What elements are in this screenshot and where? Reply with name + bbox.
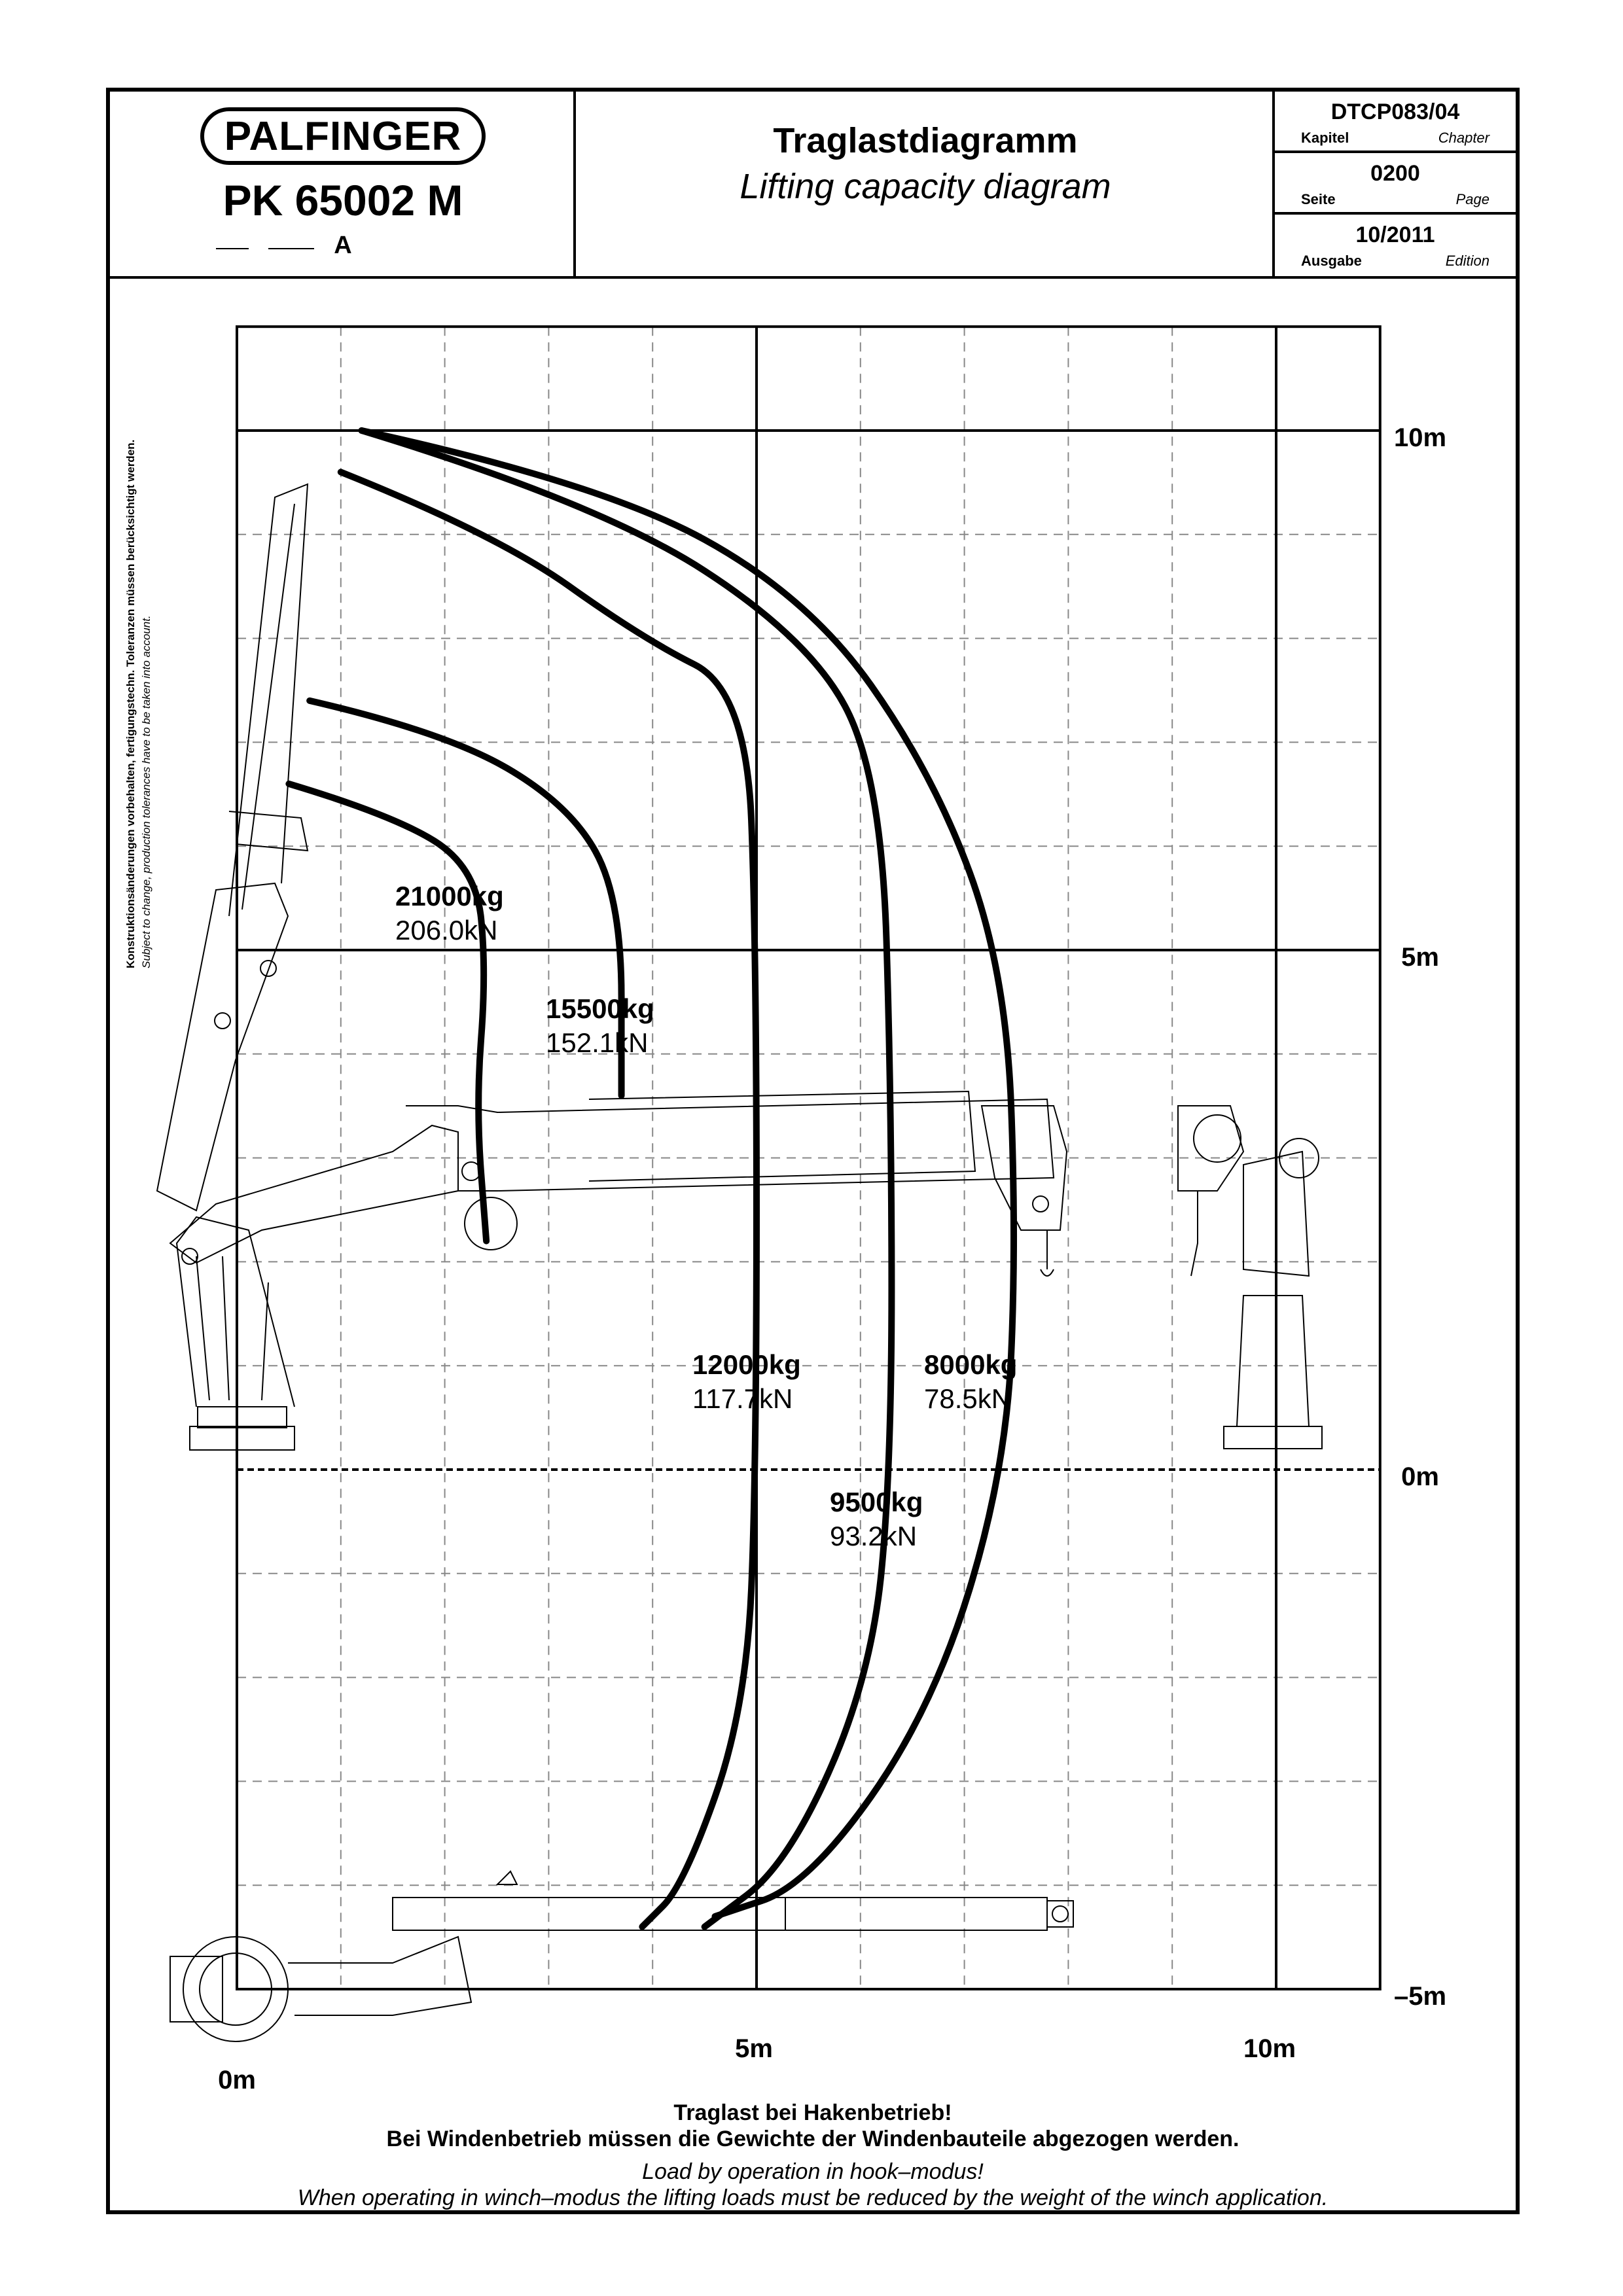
footer-line-3: Load by operation in hook–modus! — [642, 2159, 984, 2184]
capacity-8000kg: 8000kg — [924, 1349, 1017, 1380]
title-german: Traglastdiagramm — [773, 121, 1078, 160]
crane-rear-view — [1177, 1105, 1323, 1449]
capacity-curve-4 — [358, 427, 1018, 1920]
capacity-curve-2 — [337, 468, 760, 1930]
model-variant: A — [334, 232, 352, 259]
drawing-sheet: PALFINGER PK 65002 M A Traglastdiagramm … — [106, 88, 1520, 2214]
capacity-curves — [285, 427, 1018, 1930]
footer-line-2: Bei Windenbetrieb müssen die Gewichte de… — [386, 2127, 1240, 2151]
title-english: Lifting capacity diagram — [740, 167, 1111, 206]
y-label-0m: 0m — [1401, 1462, 1439, 1491]
x-label-5m: 5m — [735, 2034, 773, 2063]
x-label-0m: 0m — [218, 2066, 256, 2094]
y-label-minus-5m: –5m — [1394, 1982, 1446, 2011]
logo-cell: PALFINGER PK 65002 M A — [110, 92, 576, 276]
capacity-117kn: 117.7kN — [692, 1383, 793, 1414]
capacity-curve-0 — [285, 780, 490, 1245]
chapter-label-de: Kapitel — [1301, 130, 1349, 146]
chapter-row: DTCP083/04 Kapitel Chapter — [1275, 92, 1516, 153]
y-label-10m: 10m — [1394, 423, 1446, 452]
capacity-93kn: 93.2kN — [830, 1521, 917, 1551]
axis-labels: 10m 5m 0m –5m 0m 5m 10m — [218, 423, 1446, 2094]
capacity-labels: 21000kg 206.0kN 15500kg 152.1kN 12000kg … — [395, 881, 1017, 1551]
edition-label-en: Edition — [1445, 253, 1489, 269]
capacity-78kn: 78.5kN — [924, 1383, 1011, 1414]
page-value: 0200 — [1370, 161, 1420, 186]
capacity-12000kg: 12000kg — [692, 1349, 801, 1380]
plot-frame — [236, 325, 1382, 1991]
capacity-206kn: 206.0kN — [395, 915, 497, 945]
footer-line-4: When operating in winch–modus the liftin… — [297, 2185, 1329, 2210]
edition-value: 10/2011 — [1355, 222, 1435, 247]
page-label-de: Seite — [1301, 191, 1336, 207]
capacity-curve-3 — [358, 427, 895, 1930]
palfinger-logo: PALFINGER — [200, 107, 486, 165]
capacity-152kn: 152.1kN — [546, 1027, 648, 1058]
crane-stowed-view — [169, 1870, 1074, 2042]
title-cell: Traglastdiagramm Lifting capacity diagra… — [576, 92, 1275, 276]
capacity-9500kg: 9500kg — [830, 1487, 923, 1517]
capacity-21000kg: 21000kg — [395, 881, 504, 911]
edition-label-de: Ausgabe — [1301, 253, 1362, 269]
chapter-label-en: Chapter — [1438, 130, 1489, 146]
chapter-value: DTCP083/04 — [1330, 99, 1460, 124]
x-label-10m: 10m — [1243, 2034, 1296, 2063]
document-meta: DTCP083/04 Kapitel Chapter 0200 Seite Pa… — [1275, 92, 1516, 276]
y-label-5m: 5m — [1401, 943, 1439, 972]
brand-name: PALFINGER — [224, 113, 462, 159]
model-name: PK 65002 M — [223, 176, 463, 224]
crane-illustration — [156, 248, 1323, 2042]
page-label-en: Page — [1455, 191, 1489, 207]
grid — [236, 325, 1382, 1991]
capacity-15500kg: 15500kg — [546, 993, 654, 1024]
capacity-curve-1 — [306, 697, 625, 1099]
header-divider — [110, 276, 1516, 279]
edition-row: 10/2011 Ausgabe Edition — [1275, 215, 1516, 276]
crane-side-view — [156, 248, 1068, 1451]
footer-line-1: Traglast bei Hakenbetrieb! — [673, 2100, 952, 2125]
page-row: 0200 Seite Page — [1275, 153, 1516, 215]
